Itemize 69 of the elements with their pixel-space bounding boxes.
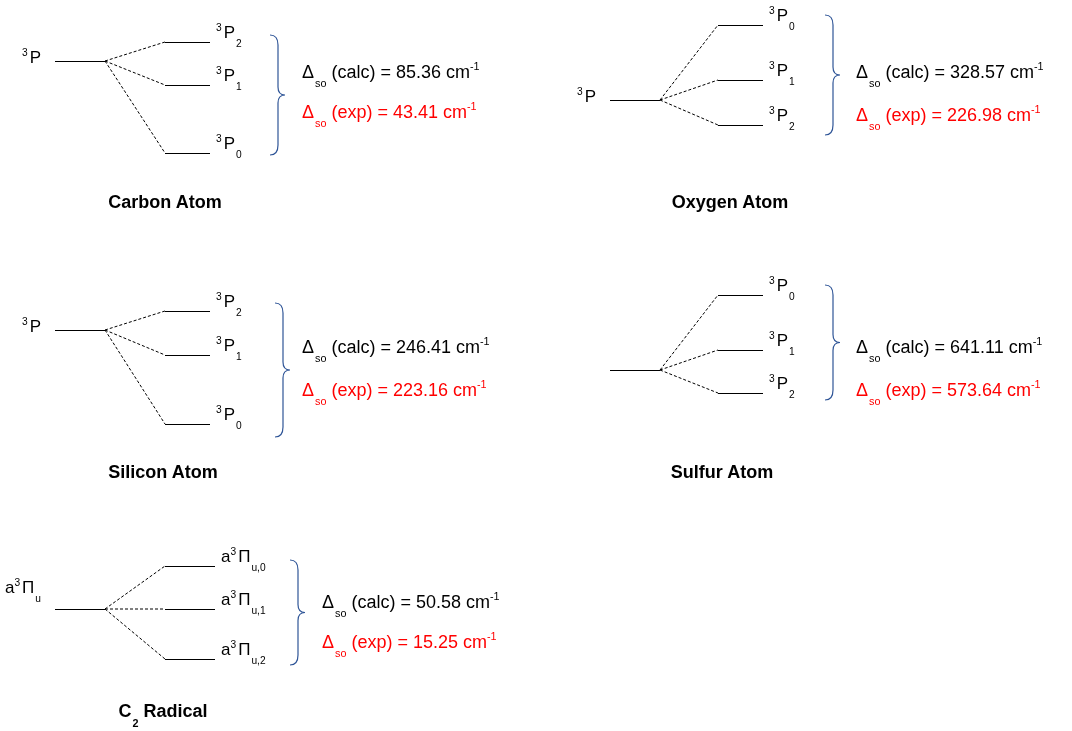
energy-level-line — [718, 125, 763, 126]
energy-level-line — [165, 153, 210, 154]
energy-level-line — [165, 566, 215, 567]
dashed-connector — [104, 608, 166, 610]
energy-level-line — [610, 100, 660, 101]
splitting-value: Δ$_{so}$ (exp) = 573.64 cm$^{-1}$ — [856, 377, 1042, 410]
dashed-connector — [659, 79, 719, 101]
energy-level-line — [55, 609, 105, 610]
energy-level-line — [165, 659, 215, 660]
term-symbol: $^{3}$P — [22, 46, 41, 69]
term-symbol: $^{3}$P$_{0}$ — [769, 274, 795, 305]
energy-level-line — [718, 80, 763, 81]
term-symbol: $^{3}$P$_{2}$ — [216, 21, 242, 52]
term-symbol: $^{3}$P$_{0}$ — [769, 4, 795, 35]
splitting-value: Δ$_{so}$ (calc) = 641.11 cm$^{-1}$ — [856, 334, 1044, 367]
term-symbol: $^{3}$P$_{1}$ — [216, 64, 242, 95]
dashed-connector — [104, 310, 166, 331]
term-symbol: $^{3}$P$_{0}$ — [216, 132, 242, 163]
term-symbol: $^{3}$P$_{1}$ — [769, 59, 795, 90]
splitting-value: Δ$_{so}$ (calc) = 85.36 cm$^{-1}$ — [302, 59, 481, 92]
splitting-value: Δ$_{so}$ (calc) = 328.57 cm$^{-1}$ — [856, 59, 1045, 92]
term-symbol: $^{3}$P$_{2}$ — [769, 372, 795, 403]
term-symbol: a$^{3}$Π$_{u,1}$ — [221, 588, 266, 619]
energy-level-line — [718, 350, 763, 351]
energy-level-line — [610, 370, 660, 371]
panel-title: Oxygen Atom — [671, 191, 789, 213]
term-symbol: $^{3}$P$_{2}$ — [769, 104, 795, 135]
dashed-connector — [104, 60, 166, 154]
energy-level-line — [718, 393, 763, 394]
term-symbol: $^{3}$P$_{0}$ — [216, 403, 242, 434]
splitting-value: Δ$_{so}$ (calc) = 246.41 cm$^{-1}$ — [302, 334, 491, 367]
panel-title: C$_{2}$ Radical — [118, 700, 208, 731]
splitting-value: Δ$_{so}$ (exp) = 43.41 cm$^{-1}$ — [302, 99, 478, 132]
dashed-connector — [659, 369, 719, 394]
energy-level-line — [718, 25, 763, 26]
term-symbol: $^{3}$P — [22, 315, 41, 338]
dashed-connector — [659, 294, 719, 371]
dashed-connector — [659, 24, 719, 101]
energy-level-line — [55, 330, 105, 331]
energy-level-line — [55, 61, 105, 62]
energy-level-line — [165, 42, 210, 43]
dashed-connector — [104, 41, 166, 62]
dashed-connector — [104, 60, 166, 86]
dashed-connector — [104, 565, 166, 610]
splitting-value: Δ$_{so}$ (exp) = 223.16 cm$^{-1}$ — [302, 377, 488, 410]
panel-title: Carbon Atom — [108, 191, 222, 213]
energy-level-line — [165, 609, 215, 610]
term-symbol: $^{3}$P$_{1}$ — [769, 329, 795, 360]
dashed-connector — [104, 329, 166, 425]
term-symbol: $^{3}$P$_{2}$ — [216, 290, 242, 321]
term-symbol: a$^{3}$Π$_{u,2}$ — [221, 638, 266, 669]
energy-level-line — [718, 295, 763, 296]
term-symbol: a$^{3}$Π$_{u,0}$ — [221, 545, 266, 576]
term-symbol: $^{3}$P$_{1}$ — [216, 334, 242, 365]
panel-title: Silicon Atom — [108, 461, 218, 483]
term-symbol: a$^{3}$Π$_{u}$ — [4, 576, 41, 607]
panel-title: Sulfur Atom — [670, 461, 774, 483]
energy-level-line — [165, 355, 210, 356]
dashed-connector — [104, 608, 166, 660]
energy-level-line — [165, 424, 210, 425]
energy-level-line — [165, 85, 210, 86]
dashed-connector — [659, 349, 719, 371]
dashed-connector — [659, 99, 719, 126]
energy-level-line — [165, 311, 210, 312]
term-symbol: $^{3}$P — [577, 85, 596, 108]
splitting-value: Δ$_{so}$ (calc) = 50.58 cm$^{-1}$ — [322, 589, 501, 622]
dashed-connector — [104, 329, 166, 356]
splitting-value: Δ$_{so}$ (exp) = 15.25 cm$^{-1}$ — [322, 629, 498, 662]
splitting-value: Δ$_{so}$ (exp) = 226.98 cm$^{-1}$ — [856, 102, 1042, 135]
